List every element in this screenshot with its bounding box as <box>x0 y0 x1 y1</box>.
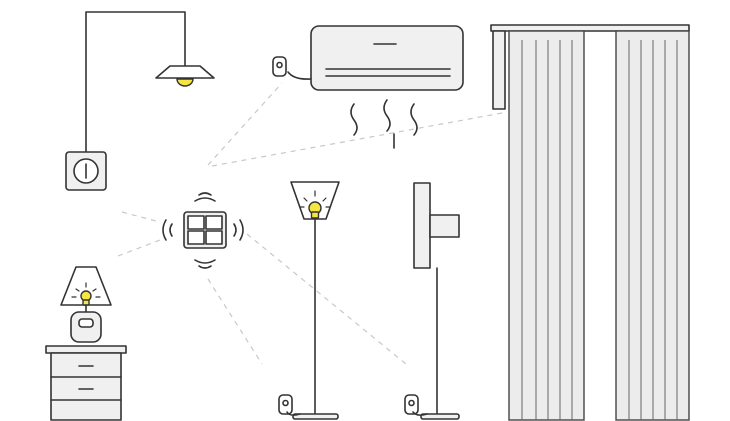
nightstand-icon <box>45 345 127 421</box>
power-plug-icon <box>272 56 287 77</box>
table-lamp-icon <box>60 266 112 343</box>
four-gang-wireless-switch-icon[interactable] <box>162 192 244 269</box>
signal-line-curtain <box>211 112 503 167</box>
wall-switch-icon[interactable] <box>65 151 107 191</box>
signal-line-wall <box>121 211 161 223</box>
floor-lamp-icon <box>278 181 340 420</box>
signal-line-table-lamp <box>117 239 161 257</box>
signal-line-ac <box>207 82 283 166</box>
pendant-lamp-icon <box>85 11 215 153</box>
standing-fan-icon <box>404 182 460 420</box>
signal-wave-icon <box>198 192 212 196</box>
signal-lines <box>117 82 503 365</box>
signal-line-fan <box>246 233 407 365</box>
air-conditioner-icon <box>272 25 464 149</box>
signal-line-floor <box>207 278 263 365</box>
motorized-curtain-icon <box>490 24 690 421</box>
